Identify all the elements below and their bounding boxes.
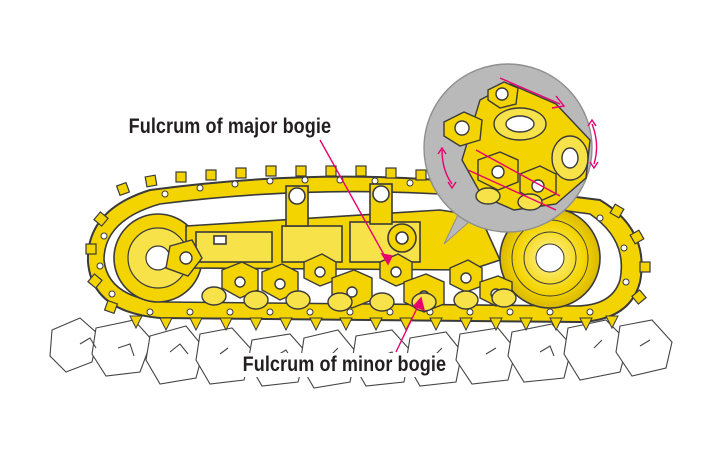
leader-lines xyxy=(319,139,426,353)
label-major-bogie-fulcrum: Fulcrum of major bogie xyxy=(126,115,334,139)
bogie-assembly xyxy=(165,239,517,313)
zoom-inset xyxy=(423,63,599,233)
idler-wheel xyxy=(113,213,203,303)
label-minor-bogie-fulcrum: Fulcrum of minor bogie xyxy=(240,353,449,377)
sprocket-wheel xyxy=(499,207,601,309)
